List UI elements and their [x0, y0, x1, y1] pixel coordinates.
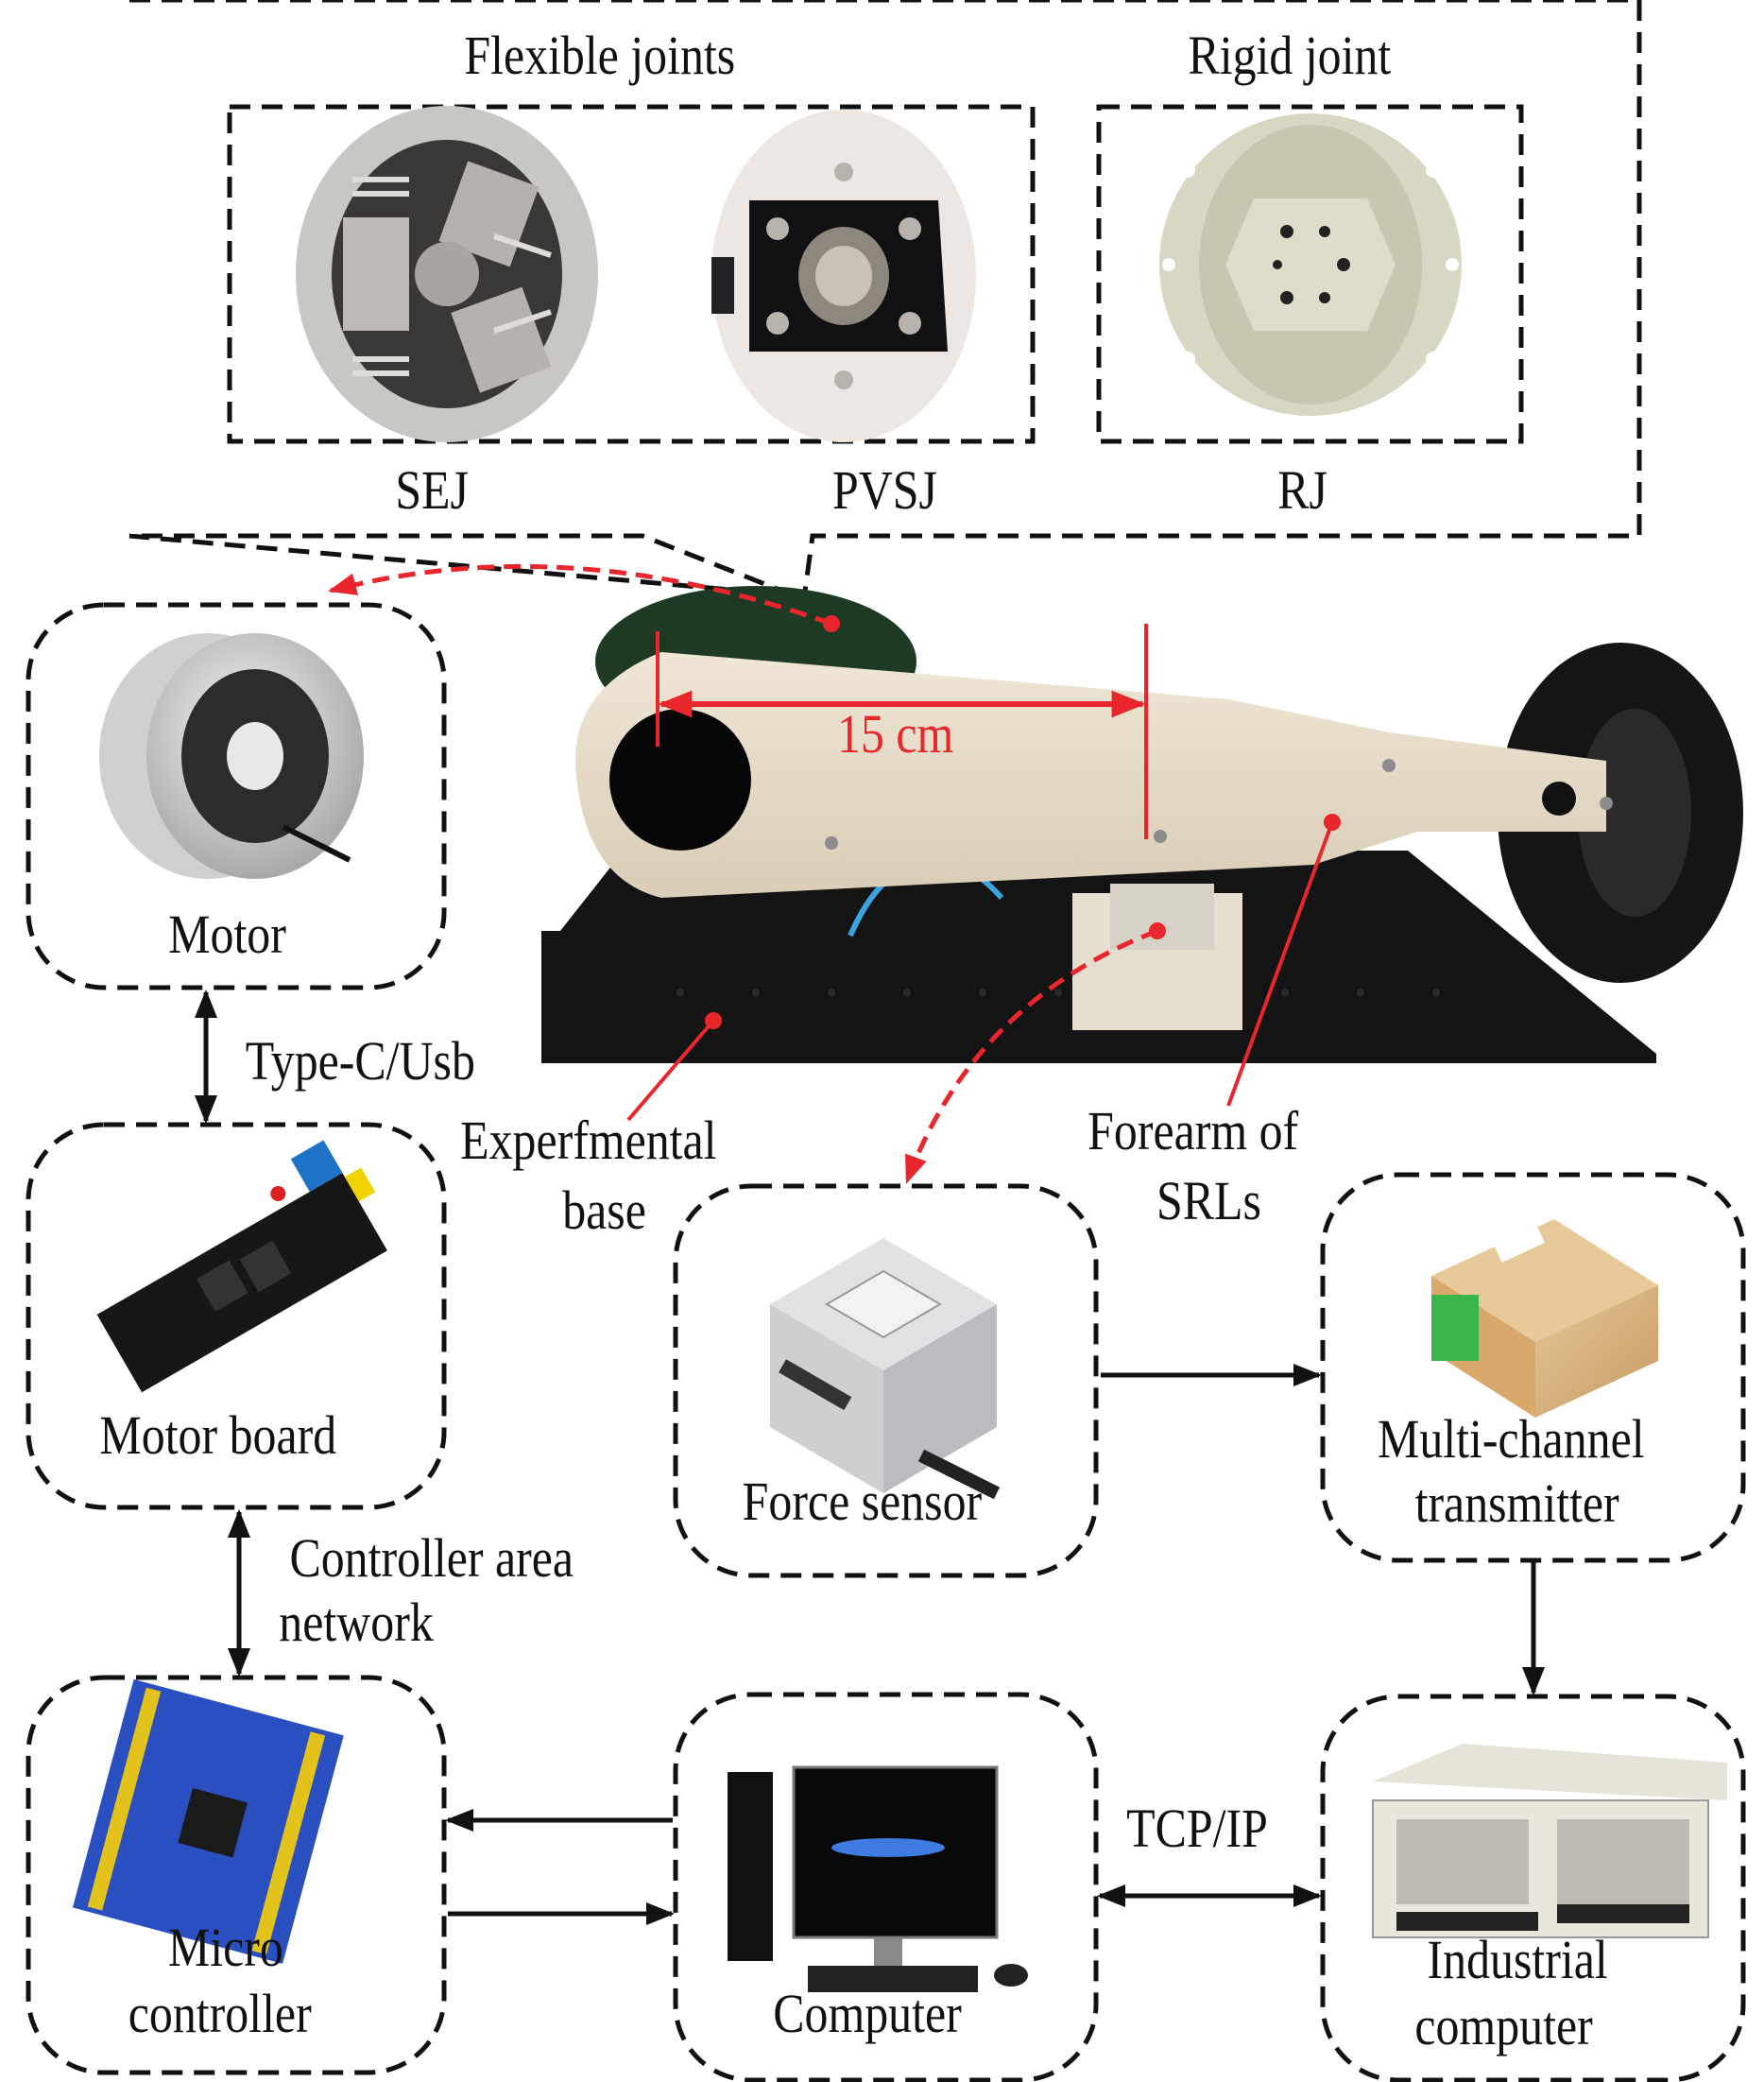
sej-photo	[296, 106, 598, 442]
micro-controller-box	[26, 1675, 447, 2075]
robot-photo	[541, 586, 1743, 1063]
sensor-callout-dot	[1149, 922, 1166, 939]
pvsj-photo	[711, 110, 976, 442]
motor-label: Motor	[168, 903, 286, 965]
mcu-label-line1: Micro	[167, 1917, 283, 1978]
base-callout-dot	[705, 1012, 722, 1029]
transmitter-box	[1320, 1172, 1746, 1563]
industrial-computer-photo	[1372, 1744, 1727, 1938]
rj-label: RJ	[1277, 459, 1327, 521]
industrial-label-line2: computer	[1414, 1995, 1593, 2056]
computer-box	[673, 1692, 1099, 2082]
base-callout-line1: Experfmental	[460, 1110, 717, 1171]
computer-photo	[728, 1765, 1028, 1992]
transmitter-label-line1: Multi-channel	[1378, 1408, 1645, 1470]
type-c-usb-label: Type-C/Usb	[245, 1030, 475, 1092]
joints-panel-border	[128, 0, 1642, 606]
flexible-joints-box	[227, 104, 1036, 444]
flexible-joints-title: Flexible joints	[464, 25, 736, 86]
computer-label: Computer	[773, 1983, 962, 2044]
measurement-label: 15 cm	[837, 703, 954, 765]
tcp-ip-label: TCP/IP	[1126, 1798, 1268, 1859]
pvsj-label: PVSJ	[832, 459, 937, 521]
industrial-label-line1: Industrial	[1427, 1929, 1608, 1990]
industrial-computer-box	[1320, 1694, 1746, 2082]
base-callout-line2: base	[562, 1179, 646, 1241]
can-label-line1: Controller area	[289, 1527, 574, 1589]
rigid-joint-title: Rigid joint	[1188, 25, 1392, 86]
mcu-label-line2: controller	[128, 1983, 312, 2044]
can-label-line2: network	[279, 1592, 434, 1653]
motor-photo	[99, 633, 364, 879]
micro-controller-photo	[72, 1678, 344, 1964]
sej-label: SEJ	[395, 459, 469, 521]
forearm-callout-line1: Forearm of	[1088, 1100, 1299, 1161]
transmitter-photo	[1431, 1219, 1658, 1418]
motor-board-photo	[96, 1140, 387, 1393]
force-sensor-label: Force sensor	[742, 1471, 983, 1532]
rj-photo	[1159, 113, 1462, 416]
motor-box	[26, 602, 447, 990]
measurement-annotation	[656, 624, 1148, 839]
force-sensor-photo	[770, 1238, 1001, 1500]
forearm-callout-dot	[1324, 814, 1341, 831]
joint-callout-dot	[823, 615, 840, 632]
rigid-joint-box	[1096, 104, 1524, 444]
motor-board-label: Motor board	[99, 1404, 337, 1466]
transmitter-label-line2: transmitter	[1414, 1472, 1619, 1534]
forearm-callout-line	[1226, 821, 1334, 1107]
forearm-callout-line2: SRLs	[1156, 1170, 1261, 1231]
force-sensor-box	[673, 1183, 1099, 1578]
motor-board-box	[26, 1122, 447, 1510]
base-callout-line	[626, 1019, 715, 1122]
